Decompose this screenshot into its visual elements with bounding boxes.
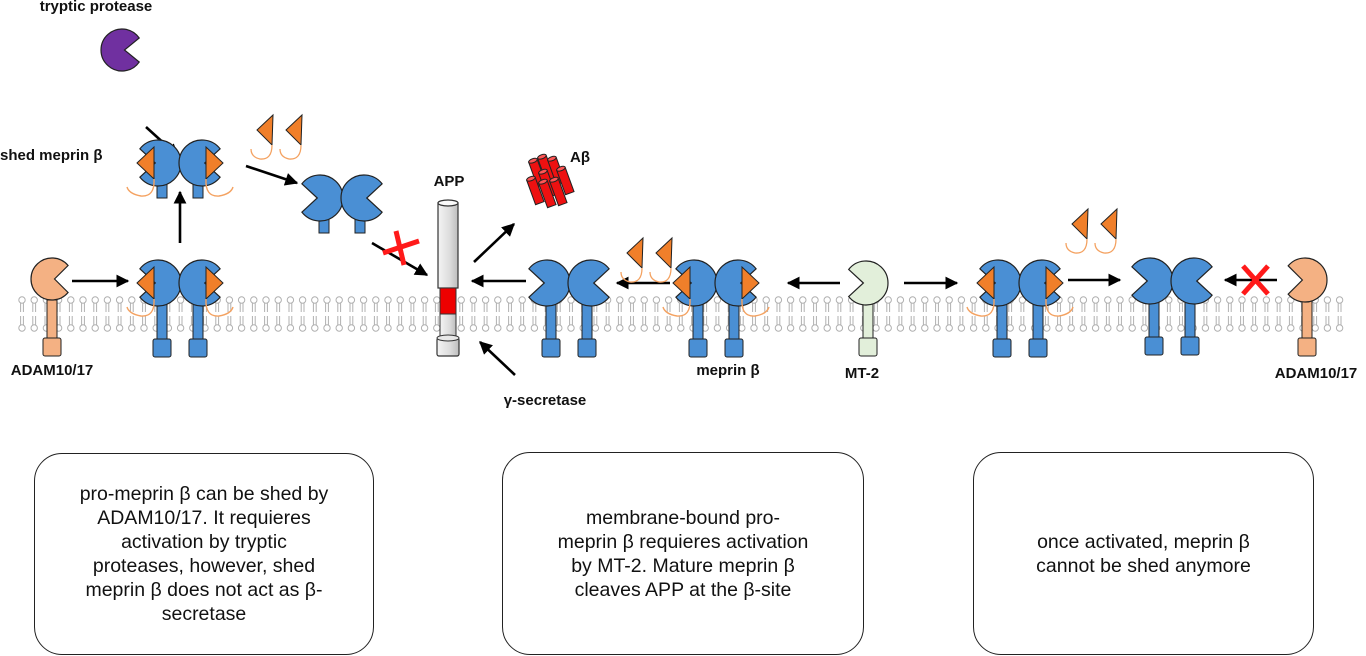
prodomain-icon bbox=[1071, 207, 1089, 241]
label-adam-right: ADAM10/17 bbox=[1275, 365, 1358, 382]
abeta-fibril-icon bbox=[549, 176, 568, 207]
label-shed-meprin: shed meprin β bbox=[0, 147, 103, 164]
label-tryptic-protease: tryptic protease bbox=[40, 0, 153, 15]
anchor-icon bbox=[992, 338, 1012, 358]
label-mt2: MT-2 bbox=[845, 365, 879, 382]
label-abeta: Aβ bbox=[570, 149, 590, 166]
prodomain-icon bbox=[672, 265, 691, 301]
abeta-aggregate-icon bbox=[526, 153, 575, 209]
arrow-app-to-abeta bbox=[473, 223, 515, 263]
label-meprin: meprin β bbox=[696, 362, 759, 379]
meprin-subunit-icon bbox=[301, 174, 344, 222]
prodomain-icon bbox=[626, 236, 644, 270]
prodomain-icon bbox=[205, 145, 224, 181]
label-gamma-secretase: γ-secretase bbox=[504, 392, 587, 409]
adam-anchor-icon bbox=[42, 337, 62, 357]
arrows bbox=[72, 126, 1277, 376]
released-prodomains-center bbox=[620, 236, 673, 283]
prodomain-icon bbox=[1100, 207, 1118, 241]
prodomain-icon bbox=[976, 265, 995, 301]
membrane-promeprin-dimer-left bbox=[126, 259, 234, 358]
abeta-fibril-icon bbox=[538, 178, 557, 209]
adam-right-icon bbox=[1287, 257, 1328, 357]
caption-box-shedding: pro-meprin β can be shed by ADAM10/17. I… bbox=[34, 453, 374, 655]
inhibition-x-right-icon bbox=[1241, 264, 1270, 296]
caption-box-activation: membrane-bound pro- meprin β requieres a… bbox=[502, 452, 864, 655]
meprin-subunit-icon bbox=[1131, 257, 1174, 305]
anchor-icon bbox=[724, 338, 744, 358]
shed-promeprin-dimer bbox=[126, 139, 234, 199]
arrow-shed-to-app-blocked bbox=[371, 241, 429, 277]
mt2-anchor-icon bbox=[858, 337, 878, 357]
anchor-icon bbox=[152, 338, 172, 358]
meprin-subunit-icon bbox=[1170, 257, 1213, 305]
anchor-icon bbox=[188, 338, 208, 358]
meprin-subunit-icon bbox=[340, 174, 383, 222]
adam-anchor-icon bbox=[1297, 337, 1317, 357]
prodomain-icon bbox=[741, 265, 760, 301]
tryptic-protease-icon bbox=[100, 28, 141, 72]
label-app: APP bbox=[434, 173, 465, 190]
arrow-gamma-to-app bbox=[479, 341, 516, 376]
anchor-icon bbox=[1144, 336, 1164, 356]
prodomain-icon bbox=[256, 113, 274, 147]
active-meprin-dimer-right bbox=[1131, 257, 1213, 356]
anchor-icon bbox=[577, 338, 597, 358]
adam-left-icon bbox=[30, 257, 69, 357]
abeta-fibril-icon bbox=[526, 175, 545, 206]
caption-text-activation: membrane-bound pro- meprin β requieres a… bbox=[557, 506, 809, 601]
anchor-icon bbox=[688, 338, 708, 358]
released-prodomains-right bbox=[1065, 207, 1118, 254]
abeta-fibril-icon bbox=[556, 165, 575, 196]
arrow-shed-to-active bbox=[245, 164, 299, 186]
inhibition-x-left-icon bbox=[382, 230, 420, 266]
released-prodomains-left bbox=[250, 113, 303, 160]
caption-text-shedding: pro-meprin β can be shed by ADAM10/17. I… bbox=[79, 483, 329, 625]
prodomain-icon bbox=[655, 236, 673, 270]
membrane-promeprin-dimer-right bbox=[966, 259, 1074, 358]
caption-text-no-shedding: once activated, meprin β cannot be shed … bbox=[1036, 530, 1251, 577]
prodomain-icon bbox=[136, 265, 155, 301]
meprin-subunit-icon bbox=[528, 259, 571, 307]
anchor-icon bbox=[1180, 336, 1200, 356]
prodomain-icon bbox=[1045, 265, 1064, 301]
anchor-icon bbox=[1028, 338, 1048, 358]
caption-box-no-shedding: once activated, meprin β cannot be shed … bbox=[973, 452, 1314, 655]
mt2-protease-icon bbox=[847, 260, 889, 357]
meprin-subunit-icon bbox=[567, 259, 610, 307]
shed-active-meprin-dimer bbox=[301, 174, 383, 234]
active-meprin-dimer-center bbox=[528, 259, 610, 358]
prodomain-icon bbox=[205, 265, 224, 301]
label-adam-left: ADAM10/17 bbox=[11, 362, 94, 379]
prodomain-icon bbox=[136, 145, 155, 181]
app-protein bbox=[436, 199, 460, 357]
prodomain-icon bbox=[285, 113, 303, 147]
membrane-promeprin-dimer-center bbox=[662, 259, 770, 358]
anchor-icon bbox=[541, 338, 561, 358]
